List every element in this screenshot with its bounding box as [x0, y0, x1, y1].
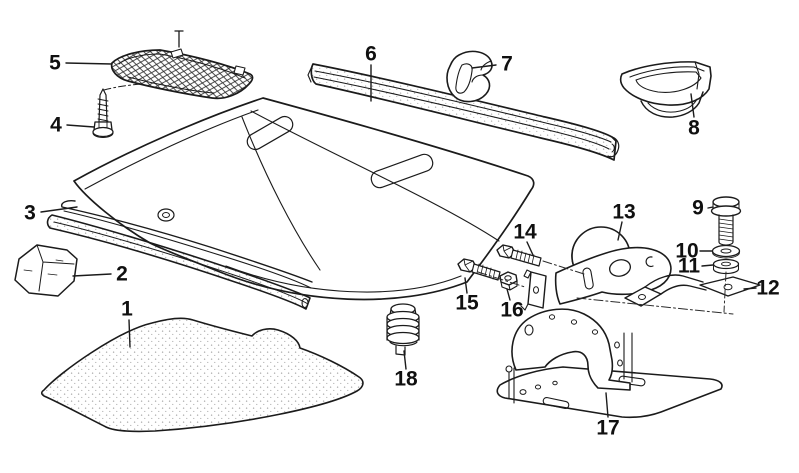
callout-number-13: 13 — [612, 201, 635, 224]
callout-number-17: 17 — [596, 417, 619, 440]
callout-number-16: 16 — [500, 299, 523, 322]
callout-number-7: 7 — [501, 53, 513, 76]
hood-emblem-hole — [158, 209, 174, 221]
foam-block-part-2 — [15, 245, 77, 296]
callout-number-3: 3 — [24, 202, 36, 225]
callout-leader-4 — [67, 125, 94, 127]
callout-number-15: 15 — [455, 292, 479, 315]
callout-number-10: 10 — [675, 240, 698, 263]
callout-number-1: 1 — [121, 298, 133, 321]
hinge-lever-part-13 — [521, 227, 671, 310]
rubber-buffer-part-18 — [387, 304, 419, 355]
callout-number-5: 5 — [49, 52, 61, 75]
callout-leader-16 — [507, 289, 510, 300]
callout-number-6: 6 — [365, 43, 377, 66]
callout-leader-1 — [129, 320, 130, 347]
callout-leader-8 — [691, 94, 694, 117]
callout-number-11: 11 — [678, 255, 701, 278]
callout-leader-9 — [708, 207, 713, 208]
callout-number-8: 8 — [688, 117, 700, 140]
callout-leader-11 — [702, 265, 713, 266]
callout-leader-14 — [527, 242, 533, 255]
spring-washer-part-11 — [714, 260, 739, 274]
fastener-stack — [625, 197, 760, 306]
assembly-axis-lines — [478, 261, 733, 314]
bolt-part-15 — [458, 259, 500, 280]
callout-leader-7 — [472, 65, 496, 68]
callout-number-14: 14 — [513, 221, 537, 244]
callout-leader-13 — [618, 222, 622, 240]
callout-leader-3 — [41, 207, 77, 212]
callout-leader-15 — [465, 278, 467, 293]
callout-number-12: 12 — [756, 277, 779, 300]
sound-insulation-pad-part-1 — [42, 318, 363, 431]
callout-number-9: 9 — [692, 197, 704, 220]
retaining-clip-part-7 — [447, 51, 492, 101]
nut-part-16 — [500, 272, 517, 290]
hinge-lever-assembly — [458, 227, 671, 310]
callout-leader-5 — [66, 63, 112, 64]
callout-number-18: 18 — [394, 368, 418, 391]
corner-cover-part-8 — [621, 62, 711, 117]
front-seal-strip-part-3 — [48, 201, 312, 309]
callout-number-2: 2 — [116, 263, 128, 286]
hex-bolt-part-9 — [712, 197, 741, 245]
callout-leader-17 — [606, 393, 608, 417]
grille-screw-part-4 — [93, 84, 142, 138]
callout-leader-12 — [744, 288, 756, 289]
support-bracket-part-12 — [625, 275, 760, 306]
air-vent-grille-part-5 — [112, 31, 253, 98]
callout-leader-18 — [404, 351, 406, 369]
flat-washer-part-10 — [713, 246, 740, 259]
hinge-bracket-part-17 — [497, 309, 722, 417]
callout-leader-2 — [73, 274, 111, 276]
callout-number-4: 4 — [50, 114, 62, 137]
bolt-part-14 — [497, 245, 541, 266]
